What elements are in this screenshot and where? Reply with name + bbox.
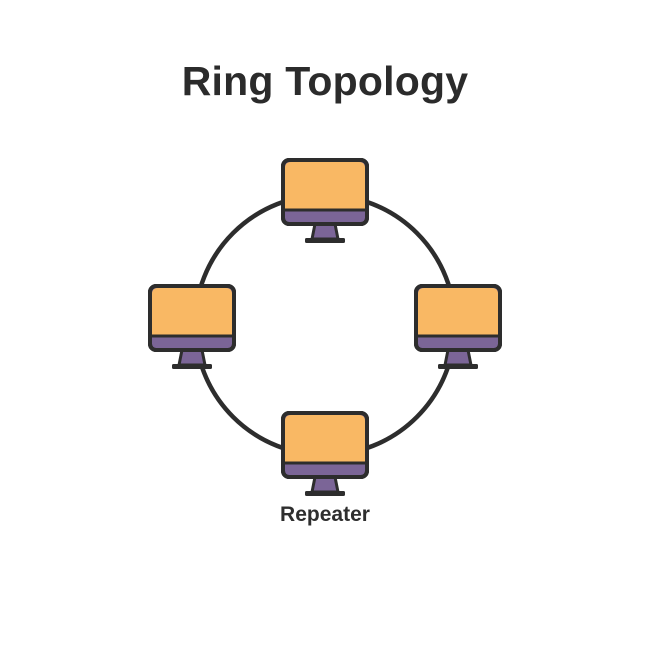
computer-node-top[interactable]: [281, 158, 369, 243]
monitor-stand: [310, 475, 340, 494]
computer-node-left[interactable]: [148, 284, 236, 369]
diagram-title: Ring Topology: [181, 58, 469, 104]
monitor-outline: [281, 411, 369, 479]
monitor-screen: [285, 415, 365, 462]
monitor-stand: [443, 348, 473, 367]
monitor-stand: [310, 222, 340, 241]
monitor-screen: [418, 288, 498, 335]
computer-node-right[interactable]: [414, 284, 502, 369]
computer-node-bottom[interactable]: [281, 411, 369, 496]
repeater-label: Repeater: [280, 503, 370, 526]
monitor-outline: [148, 284, 236, 352]
monitor-stand: [177, 348, 207, 367]
monitor-outline: [281, 158, 369, 226]
monitor-outline: [414, 284, 502, 352]
monitor-screen: [285, 162, 365, 209]
monitor-screen: [152, 288, 232, 335]
